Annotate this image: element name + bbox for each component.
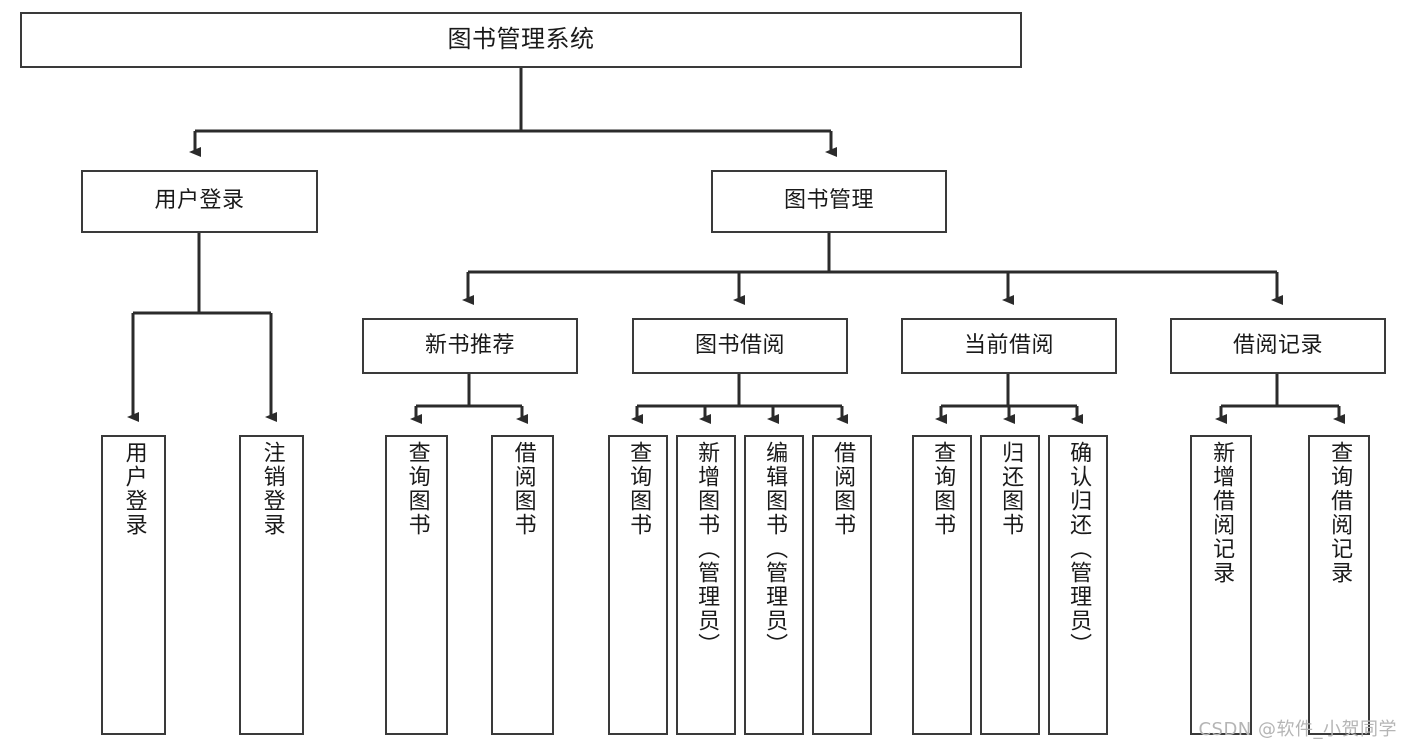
node-book-borrow-label: 图书借阅 (694, 332, 785, 358)
node-leaf-add-record-label: 新增借阅记录 (1209, 441, 1235, 585)
node-leaf-confirm-return[interactable]: 确认归还（管理员） (1048, 435, 1108, 735)
node-leaf-query-book-1[interactable]: 查询图书 (385, 435, 448, 735)
watermark: CSDN @软件_小贺同学 (1198, 719, 1397, 740)
node-leaf-query-record-label: 查询借阅记录 (1327, 441, 1353, 585)
node-leaf-query-book-2[interactable]: 查询图书 (608, 435, 668, 735)
node-leaf-add-record[interactable]: 新增借阅记录 (1190, 435, 1252, 735)
node-leaf-edit-book-label: 编辑图书（管理员） (762, 441, 788, 657)
node-current-borrow[interactable]: 当前借阅 (901, 318, 1117, 374)
node-leaf-borrow-book-1-label: 借阅图书 (510, 441, 536, 537)
node-borrow-record[interactable]: 借阅记录 (1170, 318, 1386, 374)
node-user-login-label: 用户登录 (154, 188, 245, 214)
node-leaf-borrow-book-2-label: 借阅图书 (830, 441, 856, 537)
node-book-manage[interactable]: 图书管理 (711, 170, 947, 233)
node-book-manage-label: 图书管理 (783, 188, 874, 214)
node-leaf-add-book[interactable]: 新增图书（管理员） (676, 435, 736, 735)
node-leaf-user-login-label: 用户登录 (121, 441, 147, 537)
node-root-label: 图书管理系统 (447, 25, 595, 54)
node-leaf-return-book[interactable]: 归还图书 (980, 435, 1040, 735)
node-root[interactable]: 图书管理系统 (20, 12, 1022, 68)
node-leaf-add-book-label: 新增图书（管理员） (694, 441, 720, 657)
node-current-borrow-label: 当前借阅 (963, 332, 1054, 358)
node-leaf-query-book-1-label: 查询图书 (404, 441, 430, 537)
node-new-book-rec[interactable]: 新书推荐 (362, 318, 578, 374)
node-leaf-user-logout[interactable]: 注销登录 (239, 435, 304, 735)
node-user-login[interactable]: 用户登录 (81, 170, 318, 233)
node-book-borrow[interactable]: 图书借阅 (632, 318, 848, 374)
node-new-book-rec-label: 新书推荐 (424, 332, 515, 358)
node-leaf-confirm-return-label: 确认归还（管理员） (1066, 441, 1092, 657)
node-leaf-edit-book[interactable]: 编辑图书（管理员） (744, 435, 804, 735)
node-leaf-borrow-book-1[interactable]: 借阅图书 (491, 435, 554, 735)
node-leaf-query-book-3[interactable]: 查询图书 (912, 435, 972, 735)
node-borrow-record-label: 借阅记录 (1232, 332, 1323, 358)
node-leaf-user-logout-label: 注销登录 (259, 441, 285, 537)
node-leaf-return-book-label: 归还图书 (998, 441, 1024, 537)
node-leaf-query-record[interactable]: 查询借阅记录 (1308, 435, 1370, 735)
node-leaf-user-login[interactable]: 用户登录 (101, 435, 166, 735)
node-leaf-query-book-3-label: 查询图书 (930, 441, 956, 537)
node-leaf-query-book-2-label: 查询图书 (626, 441, 652, 537)
node-leaf-borrow-book-2[interactable]: 借阅图书 (812, 435, 872, 735)
